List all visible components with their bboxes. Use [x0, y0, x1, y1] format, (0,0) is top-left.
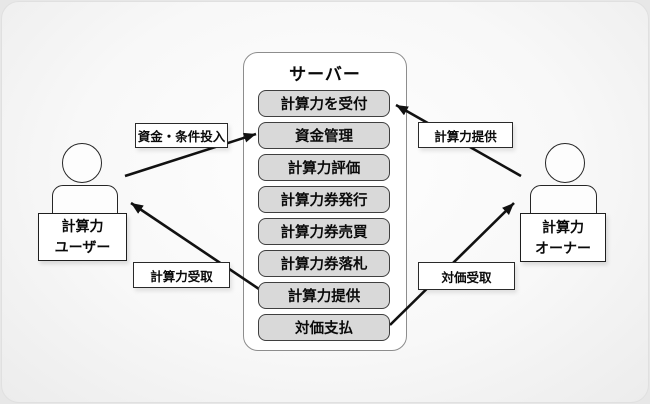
owner-person-head-icon — [545, 143, 585, 183]
arrow-power-receive — [130, 201, 260, 291]
flow-label-fund-input: 資金・条件投入 — [135, 123, 228, 148]
actor-owner-line2: オーナー — [535, 239, 591, 256]
server-function-ticket-trade: 計算力券売買 — [258, 218, 390, 245]
actor-user-line2: ユーザー — [54, 239, 111, 255]
actor-label-owner: 計算力 オーナー — [520, 213, 606, 262]
flow-label-compensation-receive: 対価受取 — [418, 262, 515, 290]
server-function-compensation-pay: 対価支払 — [258, 314, 390, 341]
server-title: サーバー — [289, 65, 361, 84]
user-person-head-icon — [62, 143, 102, 183]
server-function-accept-power: 計算力を受付 — [258, 90, 390, 117]
actor-label-user: 計算力 ユーザー — [38, 213, 127, 261]
server-function-fund-management: 資金管理 — [258, 122, 390, 149]
flow-label-power-provide: 計算力提供 — [418, 122, 513, 148]
server-function-power-evaluation: 計算力評価 — [258, 154, 390, 181]
flow-label-power-receive: 計算力受取 — [133, 262, 230, 288]
arrow-fund-input — [124, 132, 257, 178]
actor-user-line1: 計算力 — [61, 218, 104, 234]
server-function-ticket-issue: 計算力券発行 — [258, 186, 390, 213]
actor-owner-line1: 計算力 — [542, 218, 584, 235]
server-function-ticket-award: 計算力券落札 — [258, 250, 390, 277]
server-function-power-provide: 計算力提供 — [258, 282, 390, 309]
